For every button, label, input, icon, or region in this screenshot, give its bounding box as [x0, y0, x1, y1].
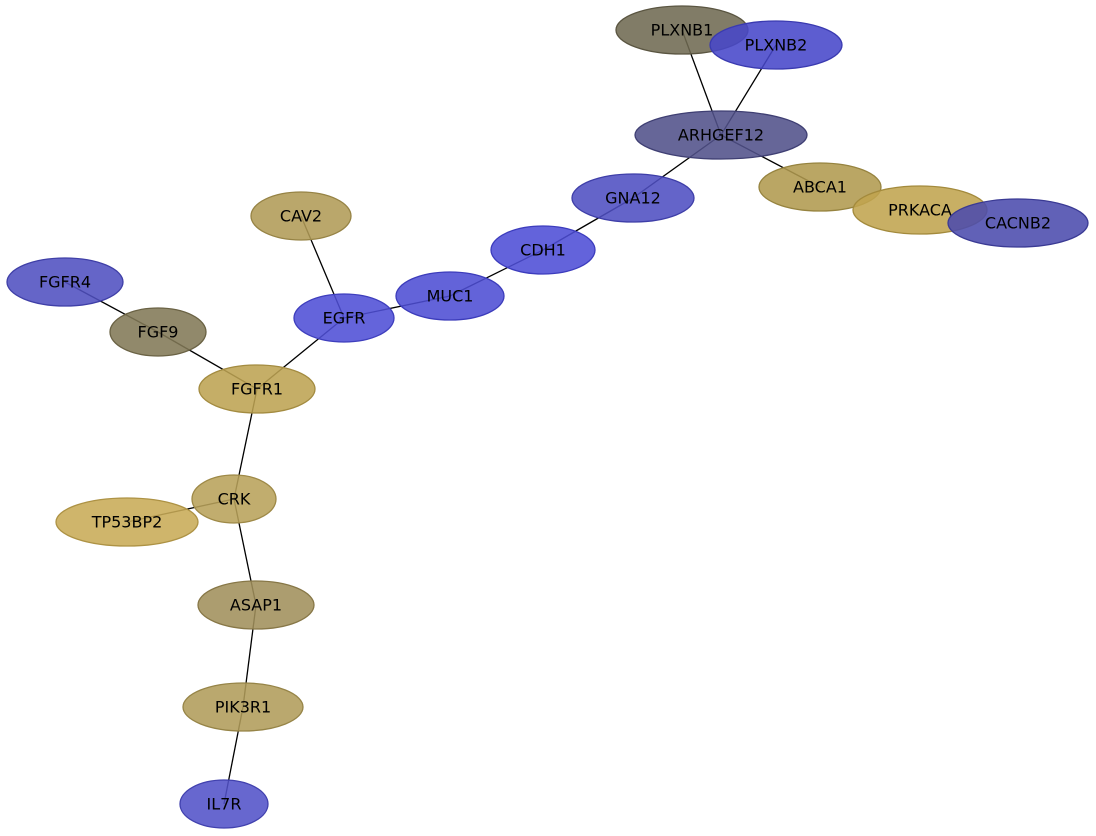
node-label-fgfr1: FGFR1	[231, 380, 283, 399]
node-shape-fgfr4[interactable]	[6, 257, 124, 307]
node-plxnb2[interactable]: PLXNB2	[709, 20, 843, 70]
node-label-il7r: IL7R	[207, 795, 242, 814]
node-tp53bp2[interactable]: TP53BP2	[55, 497, 199, 547]
node-shape-tp53bp2[interactable]	[55, 497, 199, 547]
node-shape-arhgef12[interactable]	[634, 110, 808, 160]
node-label-egfr: EGFR	[323, 309, 366, 328]
node-shape-il7r[interactable]	[179, 779, 269, 829]
node-label-gna12: GNA12	[605, 189, 661, 208]
node-shape-cdh1[interactable]	[490, 225, 596, 275]
node-label-arhgef12: ARHGEF12	[678, 126, 764, 145]
node-shape-cacnb2[interactable]	[947, 198, 1089, 248]
node-shape-crk[interactable]	[191, 474, 277, 524]
node-shape-gna12[interactable]	[571, 173, 695, 223]
node-shape-fgfr1[interactable]	[198, 364, 316, 414]
node-abca1[interactable]: ABCA1	[758, 162, 882, 212]
node-cdh1[interactable]: CDH1	[490, 225, 596, 275]
node-label-cdh1: CDH1	[520, 241, 566, 260]
node-arhgef12[interactable]: ARHGEF12	[634, 110, 808, 160]
node-label-cacnb2: CACNB2	[985, 214, 1051, 233]
node-egfr[interactable]: EGFR	[293, 293, 395, 343]
node-shape-cav2[interactable]	[250, 191, 352, 241]
node-label-pik3r1: PIK3R1	[215, 698, 271, 717]
node-label-plxnb1: PLXNB1	[651, 21, 714, 40]
node-label-fgfr4: FGFR4	[39, 273, 91, 292]
node-crk[interactable]: CRK	[191, 474, 277, 524]
node-shape-muc1[interactable]	[395, 271, 505, 321]
node-shape-plxnb2[interactable]	[709, 20, 843, 70]
node-shape-egfr[interactable]	[293, 293, 395, 343]
node-pik3r1[interactable]: PIK3R1	[182, 682, 304, 732]
node-label-cav2: CAV2	[280, 207, 322, 226]
node-fgfr4[interactable]: FGFR4	[6, 257, 124, 307]
node-shape-asap1[interactable]	[197, 580, 315, 630]
node-shape-pik3r1[interactable]	[182, 682, 304, 732]
node-il7r[interactable]: IL7R	[179, 779, 269, 829]
node-muc1[interactable]: MUC1	[395, 271, 505, 321]
node-asap1[interactable]: ASAP1	[197, 580, 315, 630]
node-cav2[interactable]: CAV2	[250, 191, 352, 241]
node-label-plxnb2: PLXNB2	[745, 36, 808, 55]
node-label-crk: CRK	[218, 490, 251, 509]
node-label-prkaca: PRKACA	[888, 201, 952, 220]
node-fgfr1[interactable]: FGFR1	[198, 364, 316, 414]
node-label-fgf9: FGF9	[138, 323, 179, 342]
node-label-asap1: ASAP1	[230, 596, 282, 615]
node-label-abca1: ABCA1	[793, 178, 847, 197]
node-gna12[interactable]: GNA12	[571, 173, 695, 223]
node-label-tp53bp2: TP53BP2	[91, 513, 163, 532]
node-label-muc1: MUC1	[427, 287, 474, 306]
node-shape-fgf9[interactable]	[109, 307, 207, 357]
node-fgf9[interactable]: FGF9	[109, 307, 207, 357]
node-shape-abca1[interactable]	[758, 162, 882, 212]
node-cacnb2[interactable]: CACNB2	[947, 198, 1089, 248]
